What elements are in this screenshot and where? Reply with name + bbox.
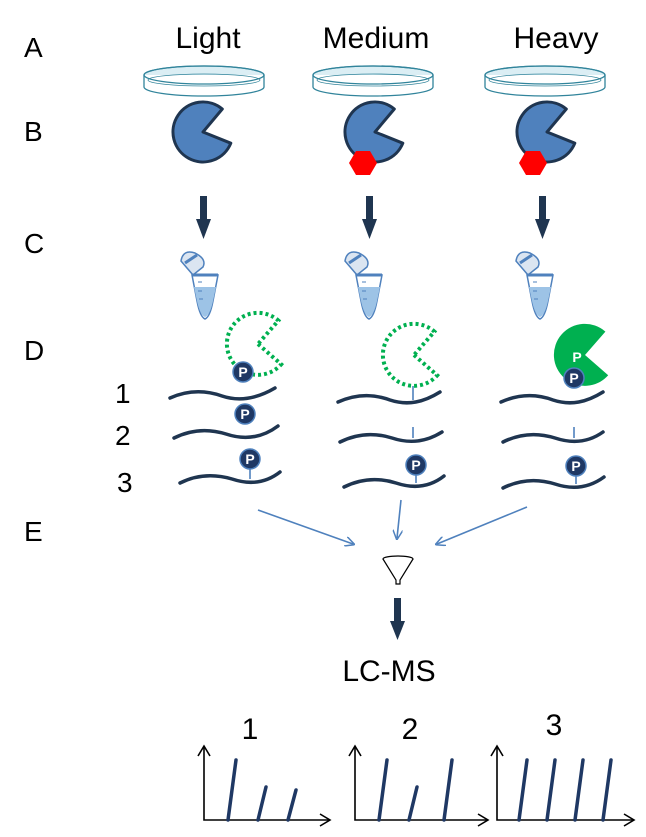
spectrum-peak [442, 758, 454, 822]
probe-dotted-icon-medium [380, 321, 441, 388]
spectrum-peak [256, 785, 268, 822]
peptide-light-3: P [178, 448, 282, 485]
lcms-label: LC-MS [342, 655, 435, 688]
phospho-label: P [240, 406, 249, 422]
spectrum-peak [226, 758, 238, 822]
spectrum-panel-3 [490, 744, 636, 827]
column-label-medium: Medium [323, 22, 430, 55]
tube-icon-heavy [515, 251, 554, 320]
enzyme-icon-light [171, 100, 233, 164]
spectrum-peak [545, 758, 557, 822]
row-label-c: C [24, 228, 44, 259]
culture-dish-medium [312, 65, 434, 97]
combine-arrow-medium [397, 499, 401, 538]
x-axis-arrowhead [623, 813, 636, 827]
combine-arrow-light [257, 509, 353, 544]
spectrum-label-1: 1 [242, 713, 259, 746]
column-label-heavy: Heavy [513, 22, 598, 55]
probe-phospho-label-heavy: P [572, 349, 581, 365]
peptide-heavy-1: P [499, 367, 605, 405]
row-label-d: D [24, 335, 44, 366]
peptide-light-2: P [172, 403, 280, 440]
y-axis-arrowhead [348, 744, 362, 757]
peptide-medium-1 [336, 386, 442, 405]
phospho-label: P [238, 364, 247, 380]
row-label-e: E [24, 516, 43, 547]
enzyme-icon-medium [343, 100, 405, 164]
funnel-icon [382, 555, 414, 585]
spectrum-panel-2 [348, 744, 490, 827]
x-axis-arrowhead [477, 813, 490, 827]
peptide-heavy-2 [501, 427, 605, 444]
down-arrow-icon-medium [362, 196, 377, 239]
down-arrow-icon-lcms [390, 598, 405, 640]
spectrum-peak [407, 785, 419, 822]
spectrum-axes [496, 746, 634, 821]
spectrum-peak [517, 758, 529, 822]
probe-dotted-icon-light [224, 310, 285, 377]
y-axis-arrowhead [490, 744, 504, 757]
spectrum-axes [354, 746, 488, 821]
enzyme-icon-heavy [515, 100, 577, 164]
y-axis-arrowhead [197, 744, 211, 757]
phospho-label: P [571, 458, 580, 474]
spectrum-axes [203, 746, 330, 821]
peptide-number-1: 1 [115, 378, 131, 409]
culture-dish-heavy [484, 65, 606, 97]
spectra-panels [197, 744, 636, 827]
spectrum-label-3: 3 [546, 709, 563, 742]
peptide-number-2: 2 [115, 420, 131, 451]
peptide-light-1: P [168, 361, 277, 401]
inhibitor-hexagon-icon-heavy [519, 151, 547, 175]
spectrum-peak [377, 758, 389, 822]
row-label-b: B [24, 116, 43, 147]
phospho-label: P [569, 370, 578, 386]
column-label-light: Light [175, 22, 241, 55]
spectrum-peak [573, 758, 585, 822]
x-axis-arrowhead [319, 813, 332, 827]
phospho-label: P [411, 457, 420, 473]
down-arrow-icon-light [196, 196, 211, 239]
spectrum-panel-1 [197, 744, 332, 827]
peptide-medium-2 [338, 427, 444, 444]
peptide-number-3: 3 [117, 467, 133, 498]
phospho-label: P [245, 451, 254, 467]
peptide-heavy-3: P [501, 455, 606, 490]
spectrum-label-2: 2 [402, 713, 419, 746]
combine-arrow-heavy [437, 506, 528, 544]
tube-icon-medium [344, 251, 383, 320]
culture-dish-light [143, 65, 265, 97]
spectrum-peak [286, 788, 298, 822]
tube-icon-light [180, 251, 219, 320]
peptide-medium-3: P [342, 454, 446, 489]
down-arrow-icon-heavy [535, 196, 550, 239]
spectrum-peak [601, 758, 613, 822]
row-label-a: A [24, 32, 43, 63]
inhibitor-hexagon-icon-medium [349, 151, 377, 175]
